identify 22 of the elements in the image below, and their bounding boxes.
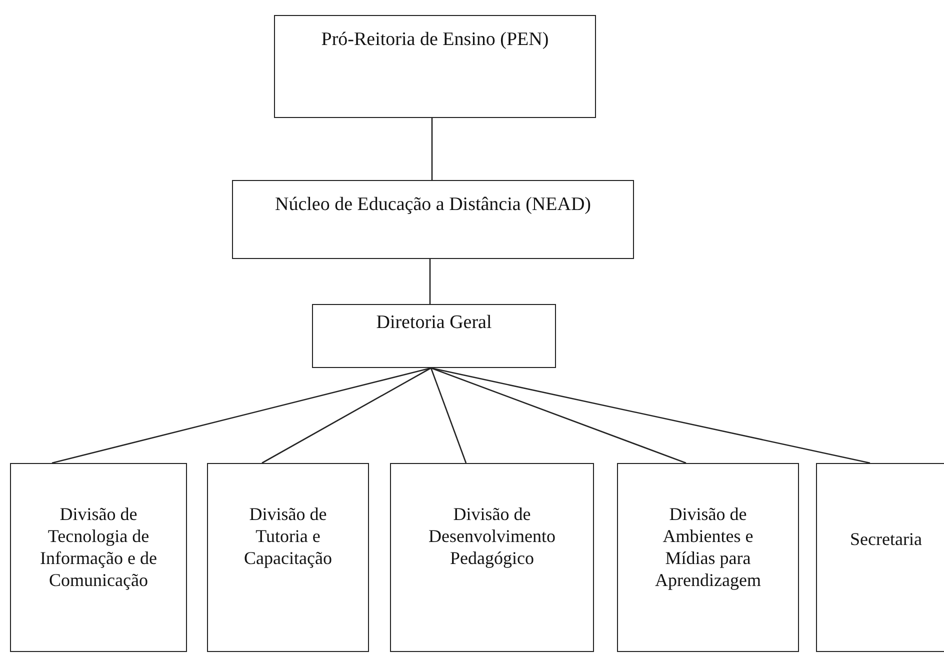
org-unit-box: [617, 463, 799, 652]
unit-name: Pró-Reitoria de Ensino (PEN): [320, 28, 550, 52]
org-unit-box: [10, 463, 187, 652]
unit-name: Divisão de Tutoria e Capacitação: [243, 504, 333, 570]
org-unit-box: [312, 304, 556, 368]
unit-name: Divisão de Tecnologia de Informação e de Comunicação: [39, 504, 158, 592]
connector-line: [430, 368, 467, 464]
unit-name: Secretaria: [849, 529, 923, 551]
org-unit-box: [816, 463, 944, 652]
org-unit-box: [390, 463, 594, 652]
unit-name: Núcleo de Educação a Distância (NEAD): [274, 193, 592, 217]
connector-line: [431, 118, 433, 180]
org-unit-box: [207, 463, 369, 652]
unit-name: Divisão de Desenvolvimento Pedagógico: [428, 504, 556, 570]
connector-line: [52, 367, 432, 464]
org-unit-box: [274, 15, 596, 118]
connector-line: [429, 259, 431, 304]
unit-name: Diretoria Geral: [375, 311, 493, 335]
connector-line: [430, 367, 686, 464]
unit-name: Divisão de Ambientes e Mídias para Aprendizagem: [654, 504, 762, 592]
org-unit-box: [232, 180, 634, 259]
connector-line: [262, 367, 432, 464]
